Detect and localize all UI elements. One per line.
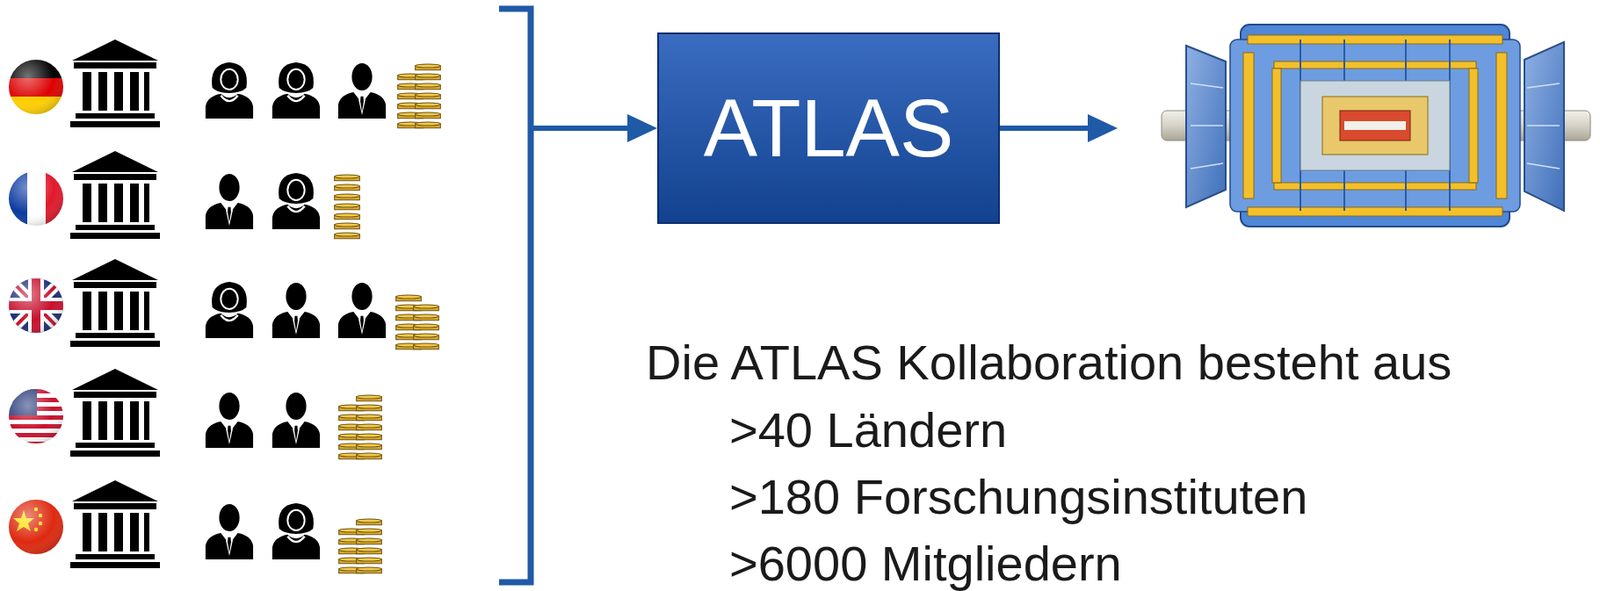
list-item: >180 Forschungsinstituten — [729, 468, 1308, 526]
label-heading: Die ATLAS Kollaboration besteht aus — [645, 333, 1452, 391]
list-item: >40 Ländern — [729, 401, 1007, 459]
atlas-detector — [1161, 24, 1591, 227]
institution-icon — [70, 39, 160, 569]
flag-germany — [8, 59, 64, 116]
flag-usa — [8, 389, 64, 447]
flag-china — [8, 499, 64, 555]
flag-france — [8, 171, 65, 226]
arrow-line — [530, 125, 631, 131]
member-icon — [205, 62, 386, 560]
box-title: ATLAS — [703, 82, 955, 175]
flag-uk — [8, 278, 64, 334]
bracket — [499, 8, 531, 583]
process-box: ATLAS — [657, 32, 1000, 225]
arrow-line — [999, 125, 1090, 131]
arrow-head — [627, 114, 658, 143]
funding-coins — [334, 64, 442, 574]
list-item: >6000 Mitgliedern — [729, 535, 1123, 591]
arrow-head — [1087, 114, 1118, 143]
